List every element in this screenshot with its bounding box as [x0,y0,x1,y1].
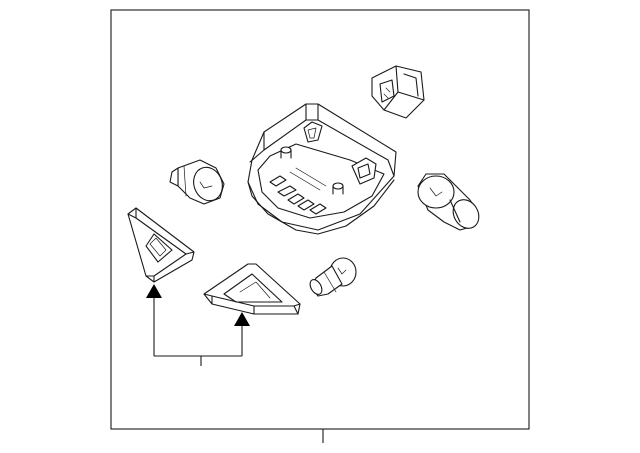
lens-right [203,263,301,315]
lens-left [127,207,195,283]
arrow-up-icon [146,284,162,298]
callout-bracket [146,284,250,366]
bulb-right [417,173,480,231]
map-lamp-housing [247,103,397,235]
bulb-small [309,257,357,297]
bulb-left [169,159,225,205]
switch-connector [371,65,425,119]
arrow-up-icon [234,312,250,326]
